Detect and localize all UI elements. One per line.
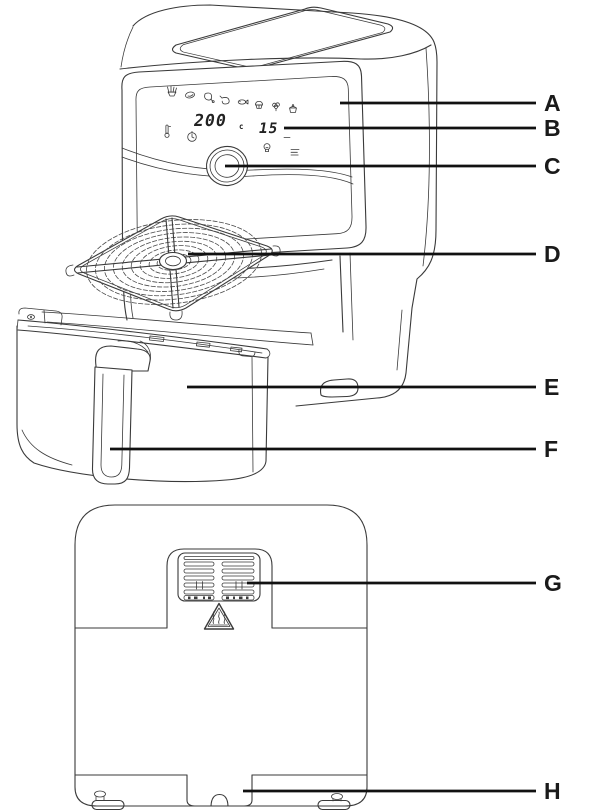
program-icon-row <box>167 85 297 113</box>
pan <box>16 307 271 483</box>
steak-icon <box>185 91 195 99</box>
chicken-leg-icon <box>204 92 215 103</box>
hot-surface-warning-icon <box>203 602 235 630</box>
callout-D: D <box>188 241 561 267</box>
keep-warm-icon <box>290 149 300 156</box>
slide-rails <box>41 311 314 346</box>
vent-bottom-marks <box>188 596 249 600</box>
light-icon <box>263 143 271 152</box>
temperature-unit: c <box>239 122 244 131</box>
rear-body <box>74 504 368 807</box>
callout-C: C <box>225 153 561 179</box>
plate-clip <box>65 264 75 277</box>
handle <box>91 340 151 485</box>
callout-E: E <box>187 374 559 400</box>
callout-H: H <box>243 778 561 804</box>
rear-feet <box>91 790 351 811</box>
cake-icon <box>289 104 297 113</box>
thermometer-icon <box>164 124 171 138</box>
plate-clip <box>169 310 183 321</box>
top-lid-window <box>171 6 394 71</box>
cord-storage <box>186 774 253 807</box>
display: 200 c 15 <box>192 111 291 138</box>
pan-rim-slots <box>149 335 256 357</box>
vegetable-icon <box>272 102 280 112</box>
label-d: D <box>544 241 561 267</box>
label-a: A <box>544 90 561 116</box>
plate-center-hub <box>158 251 188 271</box>
label-f: F <box>544 436 558 462</box>
main-body <box>119 4 438 407</box>
plate-clip <box>271 245 281 257</box>
fries-icon <box>167 85 177 97</box>
shrimp-icon <box>219 95 230 105</box>
label-b: B <box>544 115 561 141</box>
muffin-icon <box>255 101 263 109</box>
air-outlet-vent <box>166 548 273 629</box>
label-g: G <box>544 570 562 596</box>
label-h: H <box>544 778 561 804</box>
time-value: 15 <box>257 120 279 137</box>
fish-icon <box>237 99 249 105</box>
timer-icon <box>187 131 197 142</box>
label-c: C <box>544 153 561 179</box>
air-fryer-front-view: 200 c 15 <box>16 4 438 485</box>
callout-B: B <box>284 115 561 141</box>
pan-rim-tab <box>18 307 63 326</box>
temperature-value: 200 <box>192 111 228 130</box>
label-e: E <box>544 374 559 400</box>
callout-F: F <box>110 436 558 462</box>
air-fryer-rear-view <box>74 504 368 811</box>
callout-A: A <box>340 90 561 116</box>
callout-G: G <box>247 570 562 596</box>
callouts: A B C D E F G H <box>110 90 562 804</box>
vent-slats <box>183 561 255 601</box>
crisper-plate <box>65 215 281 321</box>
